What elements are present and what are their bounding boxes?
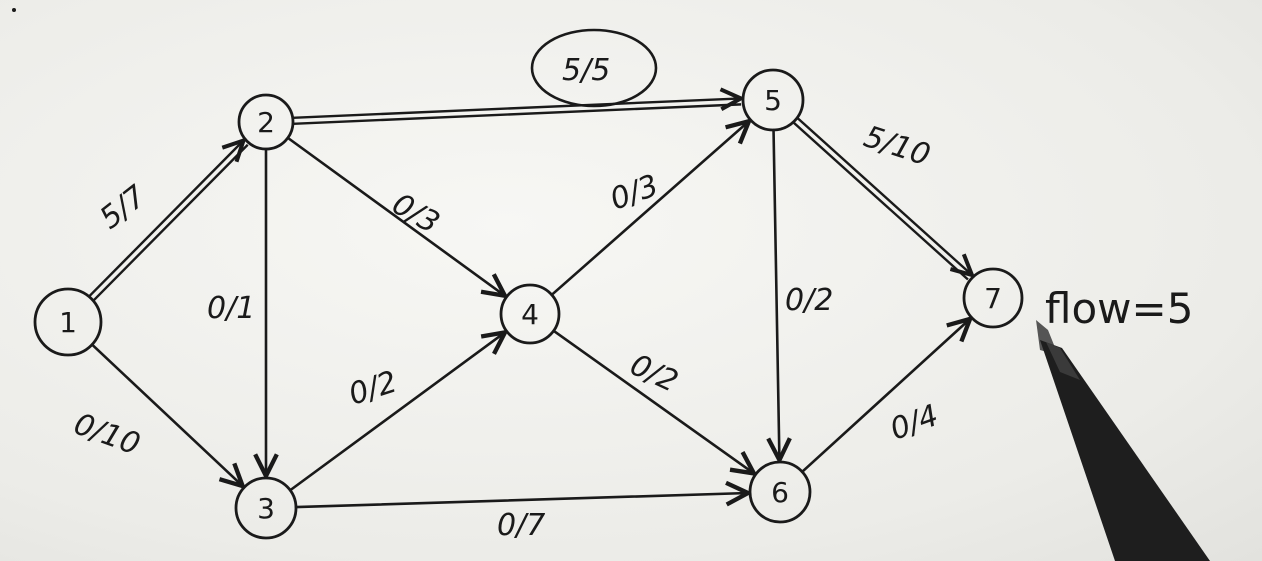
edge-label-2-4: 0/3 [386, 187, 445, 241]
edge-1-2 [88, 140, 249, 302]
ink-dot [12, 8, 16, 12]
edge-2-5 [292, 98, 741, 126]
edge-label-3-6: 0/7 [497, 508, 545, 543]
edge-label-2-3: 0/1 [207, 291, 255, 326]
node-2: 2 [237, 93, 295, 151]
node-4: 4 [499, 283, 561, 345]
edge-6-7 [800, 319, 970, 474]
flow-value-annotation: flow=5 [1045, 284, 1193, 333]
edge-label-4-6: 0/2 [625, 348, 684, 400]
edge-4-5 [550, 121, 749, 297]
node-5: 5 [741, 68, 805, 132]
edge-4-6 [552, 329, 754, 474]
edge-1-3 [90, 343, 243, 486]
node-label-7: 7 [984, 282, 1002, 315]
node-3: 3 [234, 476, 298, 540]
edge-label-4-5: 0/3 [606, 168, 663, 217]
marker-pen-icon [1036, 320, 1210, 561]
edge-label-3-4: 0/2 [345, 364, 402, 412]
edge-3-6 [294, 493, 748, 509]
edge-label-2-5: 5/5 [562, 53, 610, 88]
node-label-4: 4 [521, 298, 539, 331]
edge-5-6 [774, 128, 780, 460]
edge-3-4 [288, 332, 505, 492]
node-1: 1 [33, 287, 103, 357]
node-7: 7 [962, 267, 1024, 329]
edge-5-7 [792, 116, 972, 281]
node-label-6: 6 [771, 476, 789, 509]
edge-label-1-2: 5/7 [93, 179, 153, 236]
edge-label-5-7: 5/10 [860, 119, 935, 173]
edge-label-6-7: 0/4 [886, 398, 943, 447]
edge-label-5-6: 0/2 [785, 283, 833, 318]
node-label-2: 2 [257, 106, 275, 139]
node-label-3: 3 [257, 492, 275, 525]
edge-2-4 [286, 136, 505, 296]
node-label-5: 5 [764, 84, 782, 117]
edge-label-1-3: 0/10 [69, 407, 144, 463]
node-label-1: 1 [59, 306, 77, 339]
node-6: 6 [748, 460, 812, 524]
saturated-edge-circle [530, 28, 658, 108]
